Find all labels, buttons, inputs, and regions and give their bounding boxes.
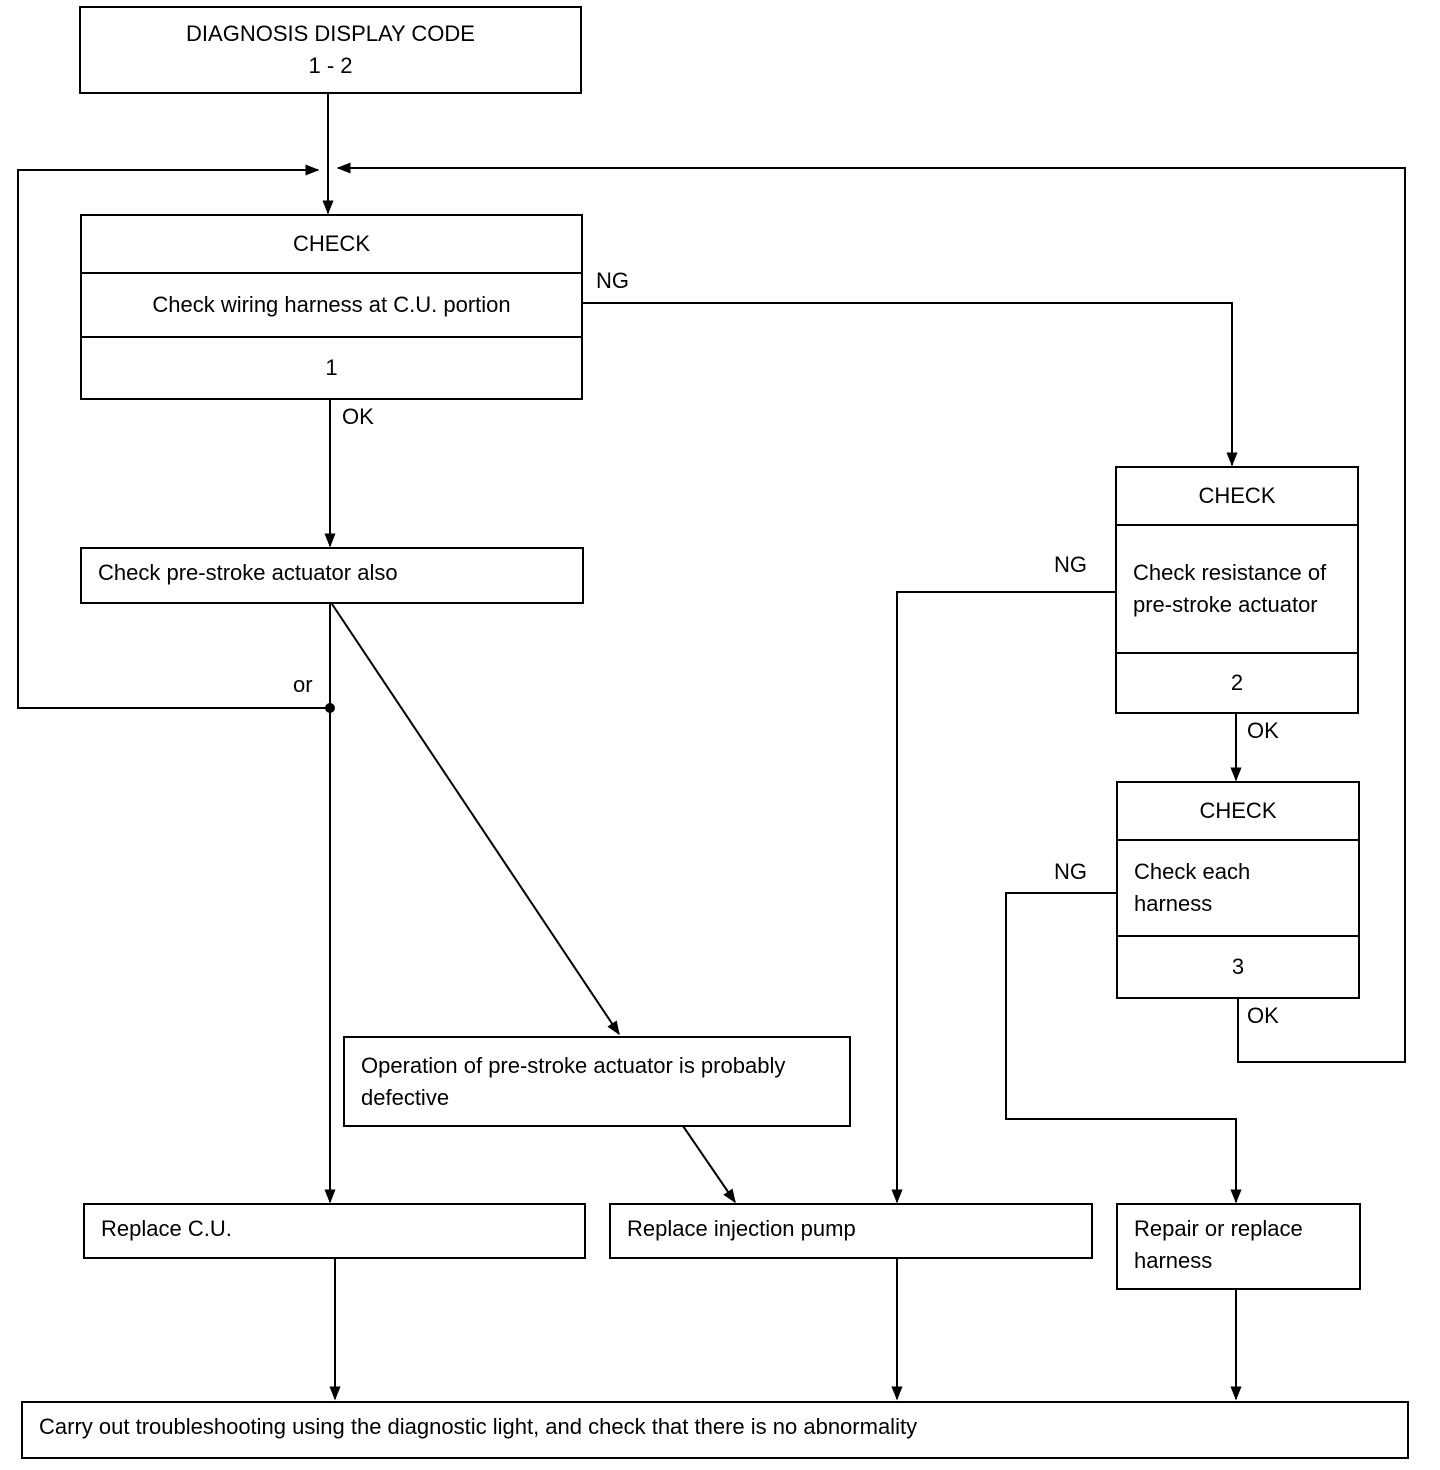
check-box-3: CHECK Check each harness 3 — [1116, 781, 1360, 999]
check-box-3-text: Check each harness — [1118, 841, 1358, 937]
check-box-1: CHECK Check wiring harness at C.U. porti… — [80, 214, 583, 400]
check-box-1-number: 1 — [325, 355, 338, 380]
label-check2-ok: OK — [1247, 718, 1279, 743]
edge-check3-ng — [1005, 892, 1242, 1204]
label-check3-ok: OK — [1247, 1003, 1279, 1028]
check-box-2-text: Check resistance of pre-stroke actuator — [1117, 526, 1357, 654]
repair-harness-box: Repair or replace harness — [1116, 1203, 1361, 1290]
edge-or-loop-left — [17, 164, 330, 709]
actuator-also-box: Check pre-stroke actuator also — [80, 547, 584, 604]
label-check1-ok: OK — [342, 404, 374, 429]
check-box-3-number: 3 — [1231, 954, 1245, 979]
start-title: DIAGNOSIS DISPLAY CODE — [186, 21, 475, 46]
replace-pump-box: Replace injection pump — [609, 1203, 1093, 1259]
label-check1-ng: NG — [596, 268, 629, 293]
start-box: DIAGNOSIS DISPLAY CODE 1 - 2 — [79, 6, 582, 94]
replace-cu-box: Replace C.U. — [83, 1203, 586, 1259]
edge-operation-to-pump — [682, 1125, 736, 1204]
check-box-1-text: Check wiring harness at C.U. portion — [82, 274, 581, 338]
label-or: or — [293, 672, 313, 697]
edge-check3-ok-loop — [336, 162, 1406, 1063]
start-code: 1 - 2 — [308, 53, 353, 78]
edge-check2-ng — [891, 591, 1116, 1204]
check-box-2-header: CHECK — [1117, 468, 1357, 526]
check-box-3-header: CHECK — [1118, 783, 1358, 841]
check-box-2-number: 2 — [1230, 670, 1244, 695]
final-box: Carry out troubleshooting using the diag… — [21, 1401, 1409, 1459]
label-check3-ng: NG — [1054, 859, 1087, 884]
operation-defective-box: Operation of pre-stroke actuator is prob… — [343, 1036, 851, 1127]
junction-dot — [325, 703, 335, 713]
edge-actuator-to-operation — [331, 603, 620, 1036]
check-box-2: CHECK Check resistance of pre-stroke act… — [1115, 466, 1359, 714]
edge-check1-ng — [582, 302, 1238, 467]
check-box-1-header: CHECK — [82, 216, 581, 274]
label-check2-ng: NG — [1054, 552, 1087, 577]
